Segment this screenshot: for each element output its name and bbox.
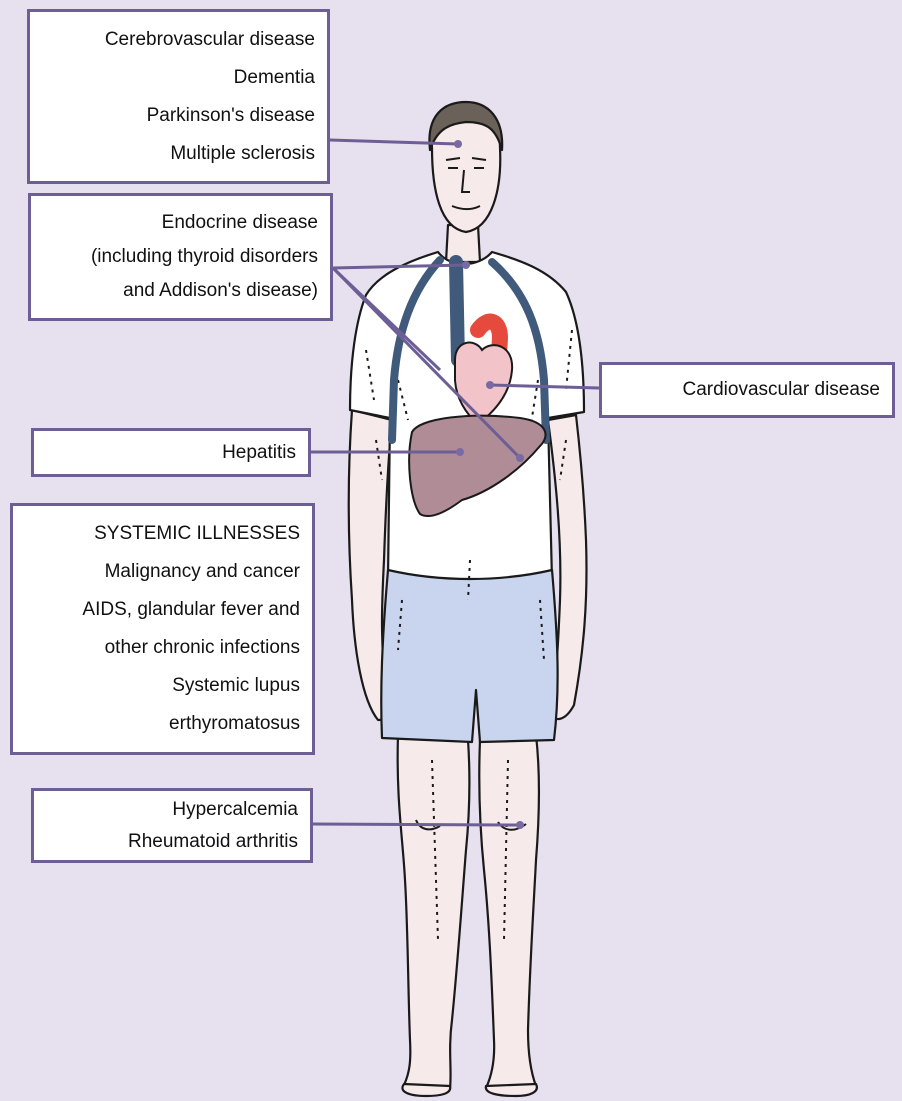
- cardiovascular-label-box: Cardiovascular disease: [599, 362, 895, 418]
- label-line: Hypercalcemia: [172, 794, 298, 826]
- label-line: Parkinson's disease: [147, 97, 315, 135]
- label-line: erthyromatosus: [169, 705, 300, 743]
- label-line: Multiple sclerosis: [170, 135, 315, 173]
- label-line: Hepatitis: [222, 438, 296, 468]
- label-line: other chronic infections: [105, 629, 300, 667]
- right-foot: [486, 1084, 537, 1096]
- label-line: SYSTEMIC ILLNESSES: [94, 515, 300, 553]
- label-line: Systemic lupus: [172, 667, 300, 705]
- systemic-illnesses-label-box: SYSTEMIC ILLNESSES Malignancy and cancer…: [10, 503, 315, 755]
- endocrine-label-box: Endocrine disease (including thyroid dis…: [28, 193, 333, 321]
- label-line: Endocrine disease: [162, 206, 318, 240]
- rheumatic-label-box: Hypercalcemia Rheumatoid arthritis: [31, 788, 313, 863]
- hepatitis-label-box: Hepatitis: [31, 428, 311, 477]
- label-line: AIDS, glandular fever and: [82, 591, 300, 629]
- neurological-label-box: Cerebrovascular disease Dementia Parkins…: [27, 9, 330, 184]
- label-line: Dementia: [234, 59, 315, 97]
- shorts: [381, 570, 557, 742]
- left-foot: [402, 1084, 450, 1096]
- label-line: Cardiovascular disease: [683, 375, 881, 405]
- label-line: and Addison's disease): [123, 274, 318, 308]
- right-leg: [479, 735, 539, 1088]
- label-line: Rheumatoid arthritis: [128, 826, 298, 858]
- label-line: Malignancy and cancer: [105, 553, 300, 591]
- label-line: Cerebrovascular disease: [105, 21, 315, 59]
- left-leg: [398, 735, 470, 1088]
- label-line: (including thyroid disorders: [91, 240, 318, 274]
